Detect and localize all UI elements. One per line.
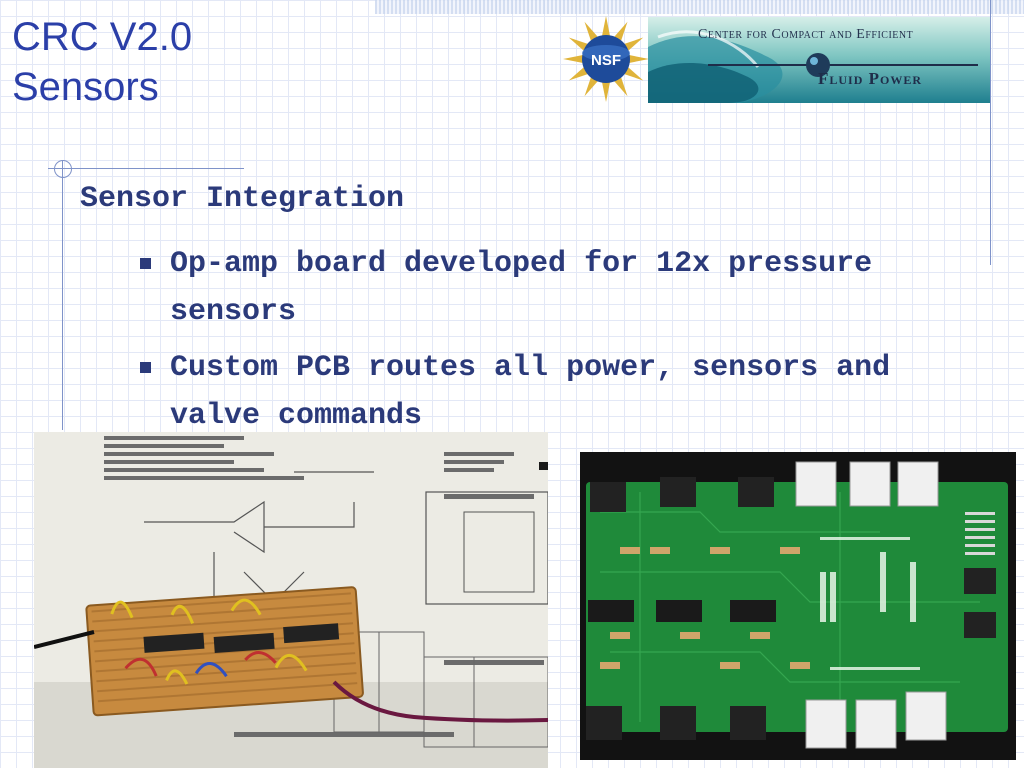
- square-bullet-icon: [140, 362, 151, 373]
- square-bullet-icon: [140, 258, 151, 269]
- bullet-item: Op-amp board developed for 12x pressure …: [140, 240, 900, 336]
- decorative-vertical-line: [62, 160, 63, 430]
- decorative-circle: [54, 160, 72, 178]
- title-line-2: Sensors: [12, 65, 159, 109]
- section-heading: Sensor Integration: [80, 182, 405, 216]
- slide-title: CRC V2.0 Sensors: [12, 12, 192, 112]
- bullet-text: Op-amp board developed for 12x pressure …: [170, 247, 873, 329]
- custom-pcb-photo: [580, 452, 1016, 760]
- decorative-horizontal-line: [48, 168, 244, 169]
- right-accent-line: [990, 0, 991, 265]
- banner-line-2: Fluid Power: [818, 69, 923, 88]
- bullet-list: Op-amp board developed for 12x pressure …: [140, 240, 900, 448]
- nsf-logo: NSF: [562, 15, 650, 103]
- bullet-item: Custom PCB routes all power, sensors and…: [140, 344, 900, 440]
- banner-line-1: Center for Compact and Efficient: [698, 27, 914, 42]
- nsf-logo-text: NSF: [591, 52, 621, 69]
- ccefp-banner-logo: Center for Compact and Efficient Fluid P…: [648, 17, 990, 103]
- opamp-board-photo: [34, 432, 548, 768]
- bullet-text: Custom PCB routes all power, sensors and…: [170, 351, 891, 433]
- title-line-1: CRC V2.0: [12, 15, 193, 59]
- top-pattern-band: [375, 0, 1024, 14]
